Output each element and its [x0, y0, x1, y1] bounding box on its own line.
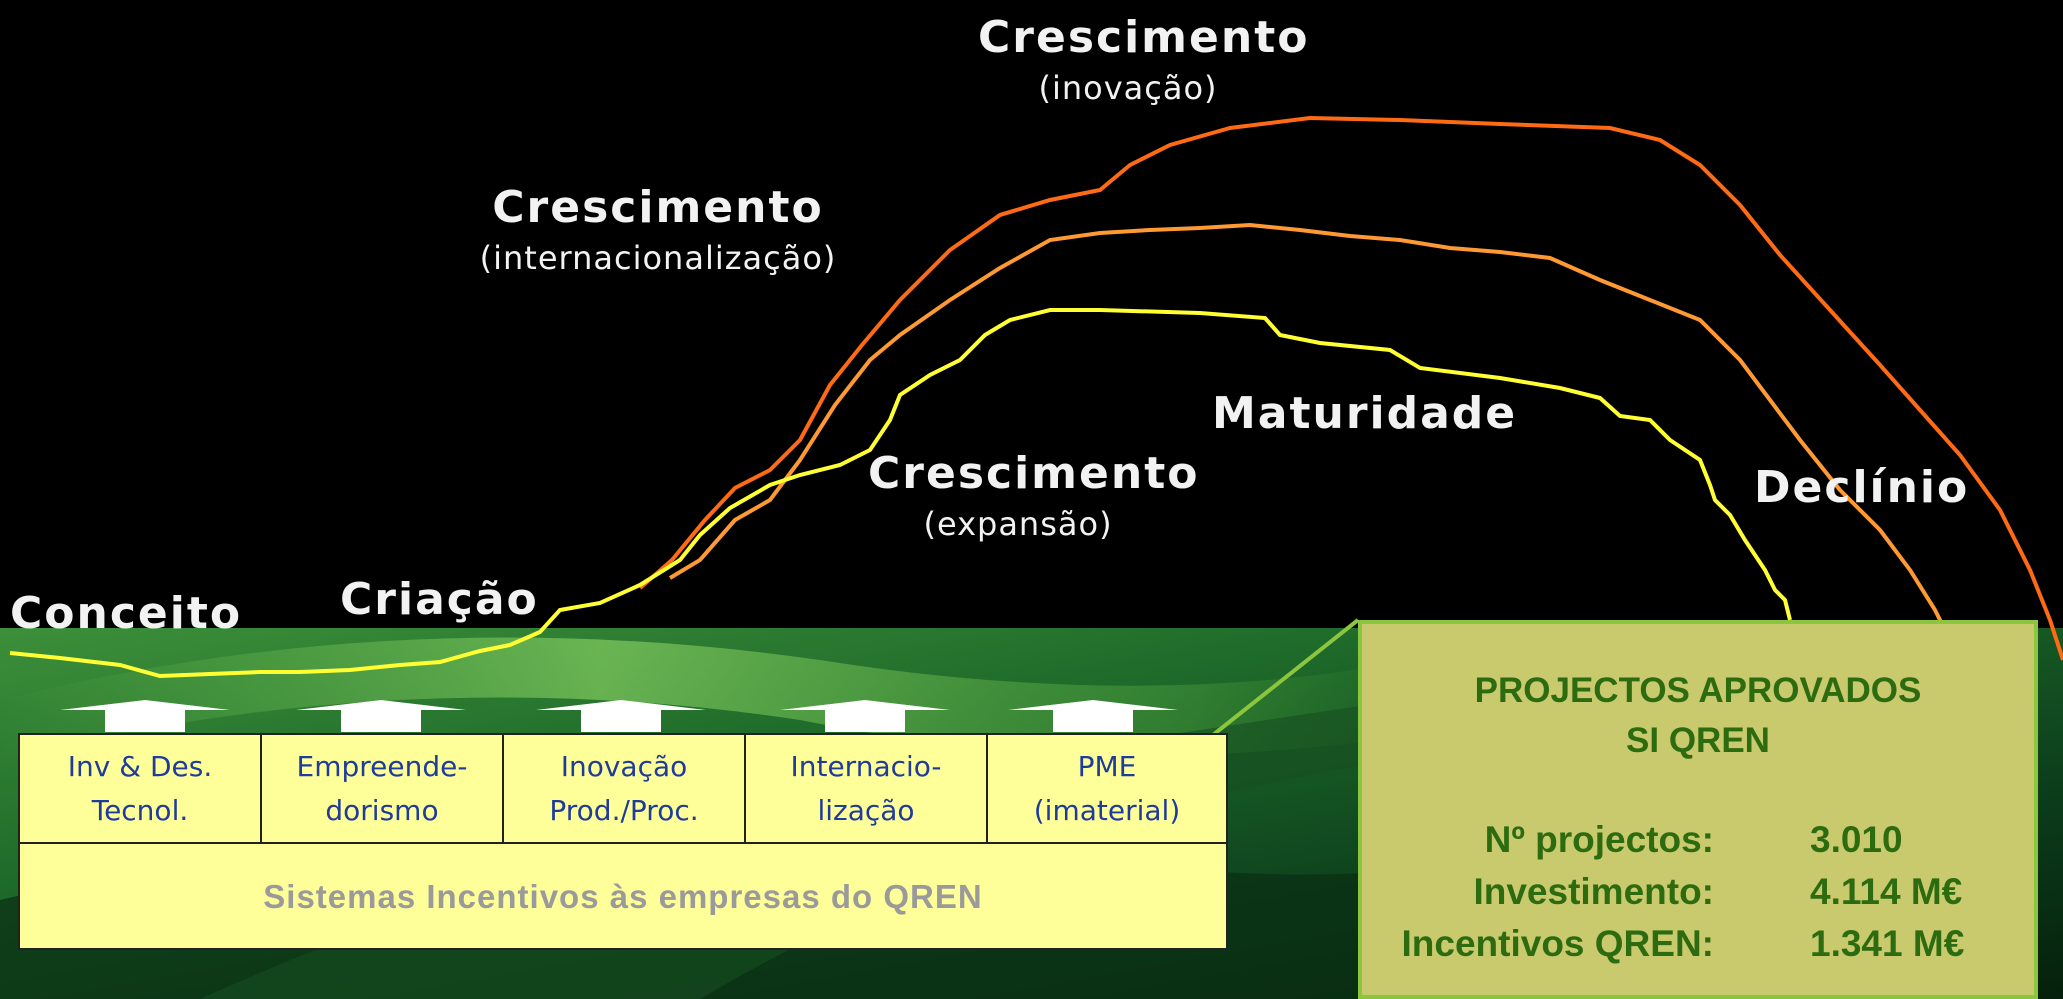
stage-crescimento-expansao-subtitle: (expansão) [923, 505, 1113, 543]
stage-maturidade: Maturidade [1212, 388, 1517, 439]
incentive-cell-internacionalizacao: Internacio- lização [746, 735, 988, 842]
stage-declinio-title: Declínio [1754, 462, 1970, 513]
incentive-cell-pme-imaterial: PME (imaterial) [1033, 749, 1181, 827]
curve-expansao [9, 308, 1792, 679]
stage-conceito: Conceito [10, 588, 242, 639]
stat-value-incentivos: 1.341 M€ [1810, 923, 1965, 964]
stat-row-projectos: Nº projectos: 3.010 [1362, 819, 2034, 871]
up-arrow-icon [60, 700, 230, 732]
up-arrow-icon [296, 700, 466, 732]
up-arrow-icon [780, 700, 950, 732]
curve-internacionalizacao [668, 222, 1957, 651]
stage-criacao: Criação [340, 574, 539, 625]
stat-row-incentivos: Incentivos QREN: 1.341 M€ [1362, 923, 2034, 975]
stage-criacao-title: Criação [340, 574, 539, 625]
stage-crescimento-inovacao-title: Crescimento [978, 12, 1310, 63]
stat-label-incentivos: Incentivos QREN: [1401, 923, 1715, 964]
stage-crescimento-inovacao-subtitle: (inovação) [1038, 69, 1218, 107]
curve-inovacao [638, 115, 2063, 661]
stage-conceito-title: Conceito [10, 588, 243, 639]
stage-maturidade-title: Maturidade [1212, 388, 1518, 439]
stage-crescimento-internacionalizacao: Crescimento (internacionalização) [448, 182, 868, 277]
incentive-cell-inv-des-tecnol: Inv & Des. Tecnol. [20, 735, 262, 842]
stage-crescimento-internacionalizacao-title: Crescimento [492, 182, 824, 233]
stat-value-investimento: 4.114 M€ [1810, 871, 1963, 912]
up-arrow-icon [1008, 700, 1178, 732]
incentive-systems-table: Inv & Des. Tecnol. Empreende- dorismo In… [18, 733, 1228, 950]
summary-title: PROJECTOS APROVADOS SI QREN [1474, 671, 1922, 760]
stage-declinio: Declínio [1754, 462, 1969, 513]
incentive-cell-empreendedorismo: Empreende- dorismo [262, 735, 504, 842]
stage-crescimento-expansao-title: Crescimento [868, 448, 1200, 499]
approved-projects-summary: PROJECTOS APROVADOS SI QREN Nº projectos… [1358, 620, 2038, 999]
stage-crescimento-expansao: Crescimento (expansão) [868, 448, 1200, 543]
stage-crescimento-inovacao: Crescimento (inovação) [978, 12, 1310, 107]
stat-label-investimento: Investimento: [1473, 871, 1714, 912]
table-divider [20, 842, 1226, 844]
stat-value-projectos: 3.010 [1810, 819, 1903, 860]
stat-row-investimento: Investimento: 4.114 M€ [1362, 871, 2034, 923]
stat-label-projectos: Nº projectos: [1484, 819, 1714, 860]
up-arrow-icon [536, 700, 706, 732]
stage-crescimento-internacionalizacao-subtitle: (internacionalização) [479, 239, 837, 277]
incentive-cell-inovacao: Inovação Prod./Proc. [504, 735, 746, 842]
incentive-table-footer: Sistemas Incentivos às empresas do QREN [263, 878, 983, 915]
